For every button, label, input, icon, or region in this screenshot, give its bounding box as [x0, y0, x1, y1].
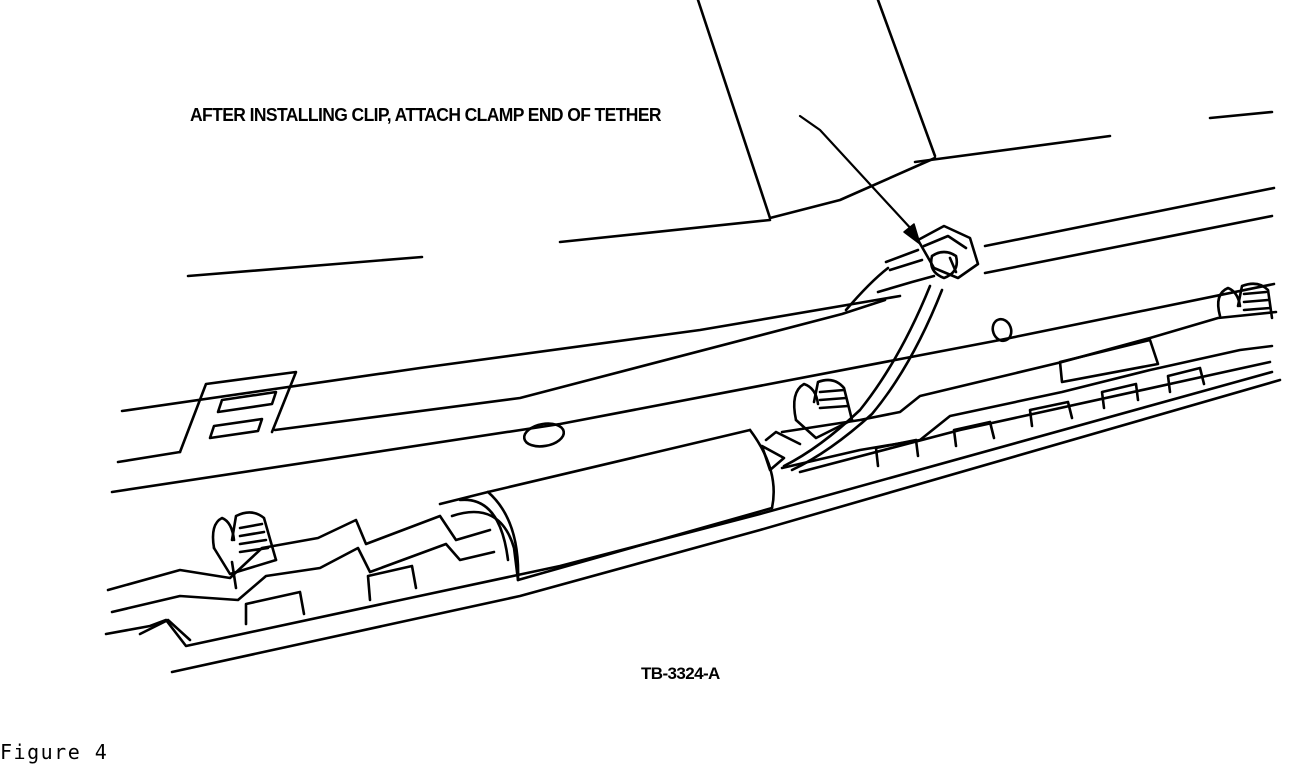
strip-tabs — [246, 340, 1204, 624]
figure-caption: Figure 4 — [0, 740, 109, 764]
left-push-clip — [213, 512, 276, 588]
callout-label: AFTER INSTALLING CLIP, ATTACH CLAMP END … — [190, 104, 662, 125]
middle-push-clip — [794, 380, 852, 438]
tether-clamp — [846, 226, 978, 310]
tether-strap — [762, 286, 942, 470]
tether-sleeve — [440, 430, 774, 580]
right-push-clip — [1218, 284, 1272, 318]
windshield-pillar-lines — [188, 0, 1272, 276]
left-bracket-tab — [180, 372, 296, 452]
callout-leader-arrow — [800, 116, 920, 244]
panel-holes — [522, 317, 1014, 450]
roof-rail-panel — [112, 188, 1274, 492]
retainer-strip — [106, 312, 1280, 672]
figure-code: TB-3324-A — [641, 664, 720, 683]
